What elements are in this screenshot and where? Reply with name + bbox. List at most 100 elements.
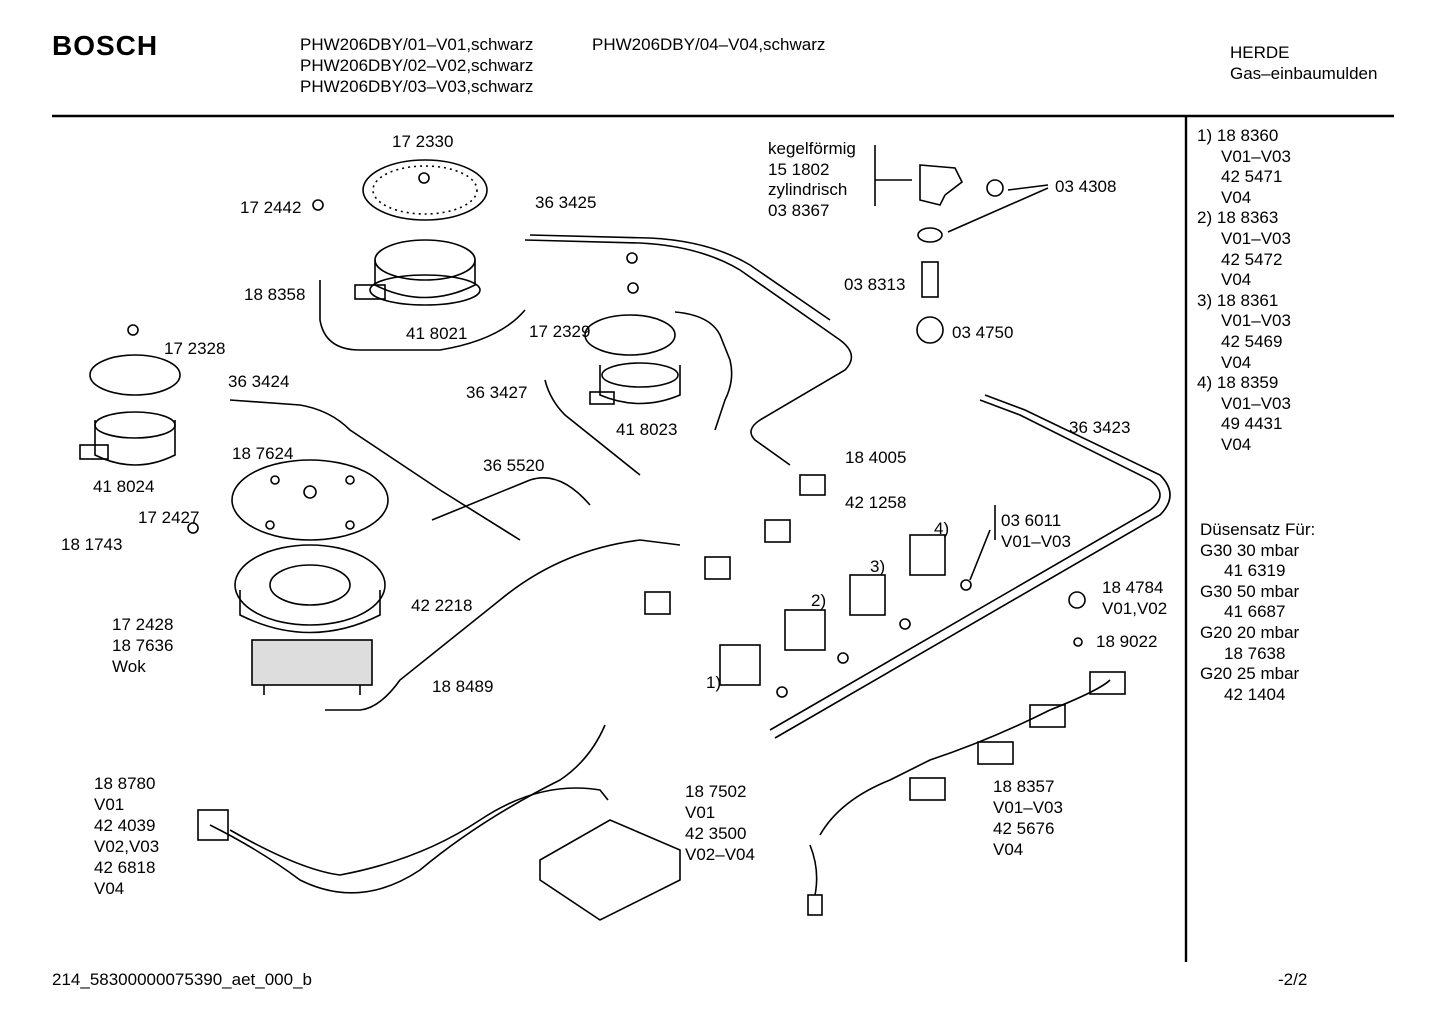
part-label: 18 1743	[61, 535, 123, 554]
variant-line: V04	[1221, 434, 1252, 454]
variant-head: 2) 18 8363	[1197, 208, 1291, 229]
jet-gas: G20 20 mbar	[1200, 622, 1300, 642]
category: HERDE Gas–einbaumulden	[1230, 42, 1377, 84]
part-label: 41 8023	[616, 420, 678, 439]
model-line: PHW206DBY/04–V04,schwarz	[592, 35, 826, 54]
variant-line: V01–V03	[1221, 146, 1291, 166]
wire-label: 18 8780 V01 42 4039 V02,V03 42 6818 V04	[94, 773, 159, 899]
callout: 2)	[811, 591, 827, 610]
wire-line: V02,V03	[94, 837, 160, 856]
wire-line: 42 6818	[94, 858, 156, 877]
jet-part: 41 6687	[1224, 602, 1286, 622]
variant-part: 18 8359	[1216, 373, 1279, 393]
part-label: 36 3424	[228, 372, 290, 391]
burner-top	[354, 159, 488, 306]
part-label: 18 8358	[244, 285, 306, 304]
ign-line: 18 7502	[685, 782, 747, 801]
document-id: 214_58300000075390_aet_000_b	[52, 970, 312, 989]
variant-line: 42 5469	[1221, 331, 1283, 351]
model-list-1: PHW206DBY/01–V01,schwarz PHW206DBY/02–V0…	[300, 34, 533, 97]
part-label: 41 8024	[93, 477, 155, 496]
variant-line: V01–V03	[1221, 228, 1291, 248]
wire-line: V01	[94, 795, 125, 814]
burner-mid	[584, 252, 681, 405]
part-label: 18 7624	[232, 444, 294, 463]
callout: 3)	[870, 557, 886, 576]
part-label: 42 1258	[845, 493, 907, 512]
ign-line: 42 3500	[685, 824, 747, 843]
part-label: 03 8367	[768, 201, 830, 220]
brand-logo: BOSCH	[52, 30, 159, 61]
valves	[187, 199, 1086, 698]
model-line: PHW206DBY/03–V03,schwarz	[300, 77, 534, 96]
variant-num: 4)	[1197, 373, 1213, 393]
wire-line: 18 8780	[94, 774, 156, 793]
part-label: 03 4750	[952, 323, 1014, 342]
callout: 1)	[706, 673, 722, 692]
variant-line: V01–V03	[1221, 311, 1291, 331]
variant-num: 2)	[1197, 208, 1213, 228]
part-label: 36 5520	[483, 456, 545, 475]
jet-set-list: Düsensatz Für: G30 30 mbar 41 6319 G30 5…	[1200, 520, 1315, 705]
wire-line: V04	[94, 879, 125, 898]
variant-num: 1)	[1197, 126, 1213, 145]
part-label: kegelförmig	[768, 139, 856, 158]
variant-num: 3)	[1197, 290, 1213, 310]
part-label: 03 6011	[1001, 511, 1062, 530]
variant-head: 3) 18 8361	[1197, 291, 1291, 312]
jet-part: 41 6319	[1224, 561, 1286, 581]
variant-part: 18 8361	[1216, 290, 1279, 310]
variant-line: V04	[1221, 270, 1252, 290]
variant-part: 18 8360	[1216, 126, 1279, 145]
model-line: PHW206DBY/01–V01,schwarz	[300, 35, 534, 54]
part-label: 03 4308	[1055, 177, 1117, 196]
variant-line: 42 5471	[1221, 167, 1283, 187]
sw-line: V01–V03	[993, 798, 1063, 817]
part-label: 17 2329	[529, 322, 591, 341]
fittings	[874, 145, 1049, 344]
part-label: 18 7636	[112, 636, 174, 655]
part-label: 42 2218	[411, 596, 473, 615]
part-label: V01,V02	[1102, 599, 1168, 618]
burner-wok	[231, 459, 389, 695]
model-list-2: PHW206DBY/04–V04,schwarz	[592, 34, 825, 55]
sw-line: V04	[993, 840, 1024, 859]
part-label: 17 2328	[164, 339, 226, 358]
wiring	[197, 505, 1126, 921]
variant-head: 4) 18 8359	[1197, 373, 1291, 394]
valve-variants-list: 1) 18 8360 V01–V03 42 5471 V04 2) 18 836…	[1197, 126, 1291, 456]
jet-gas: G20 25 mbar	[1200, 664, 1300, 684]
callout: 4)	[934, 519, 950, 538]
part-label: 18 4784	[1102, 578, 1164, 597]
part-label: 18 9022	[1096, 632, 1158, 651]
part-label: 17 2428	[112, 615, 174, 634]
part-label: 36 3427	[466, 383, 528, 402]
pipes	[229, 234, 1171, 739]
variant-part: 18 8363	[1216, 208, 1279, 228]
category-line: Gas–einbaumulden	[1230, 64, 1378, 83]
part-label: 03 8313	[844, 275, 906, 294]
variant-line: 42 5472	[1221, 249, 1283, 269]
part-label: 17 2330	[392, 132, 454, 151]
part-label: 18 4005	[845, 448, 907, 467]
jet-gas: G30 30 mbar	[1200, 540, 1300, 560]
part-label: 36 3423	[1069, 418, 1131, 437]
part-label: 17 2442	[240, 198, 302, 217]
jet-part: 18 7638	[1224, 643, 1286, 663]
variant-head: 1) 18 8360	[1197, 126, 1291, 147]
part-label: 18 8489	[432, 677, 494, 696]
category-line: HERDE	[1230, 43, 1290, 62]
part-label: V01–V03	[1001, 532, 1071, 551]
part-label: 17 2427	[138, 508, 200, 527]
part-label: zylindrisch	[768, 180, 848, 199]
variant-line: 49 4431	[1221, 414, 1283, 434]
part-label: 36 3425	[535, 193, 597, 212]
jet-gas: G30 50 mbar	[1200, 581, 1300, 601]
variant-line: V01–V03	[1221, 393, 1291, 413]
jet-title: Düsensatz Für:	[1200, 520, 1316, 539]
part-label: Wok	[112, 657, 146, 676]
ign-line: V02–V04	[685, 845, 755, 864]
variant-line: V04	[1221, 352, 1252, 372]
sw-line: 42 5676	[993, 819, 1055, 838]
